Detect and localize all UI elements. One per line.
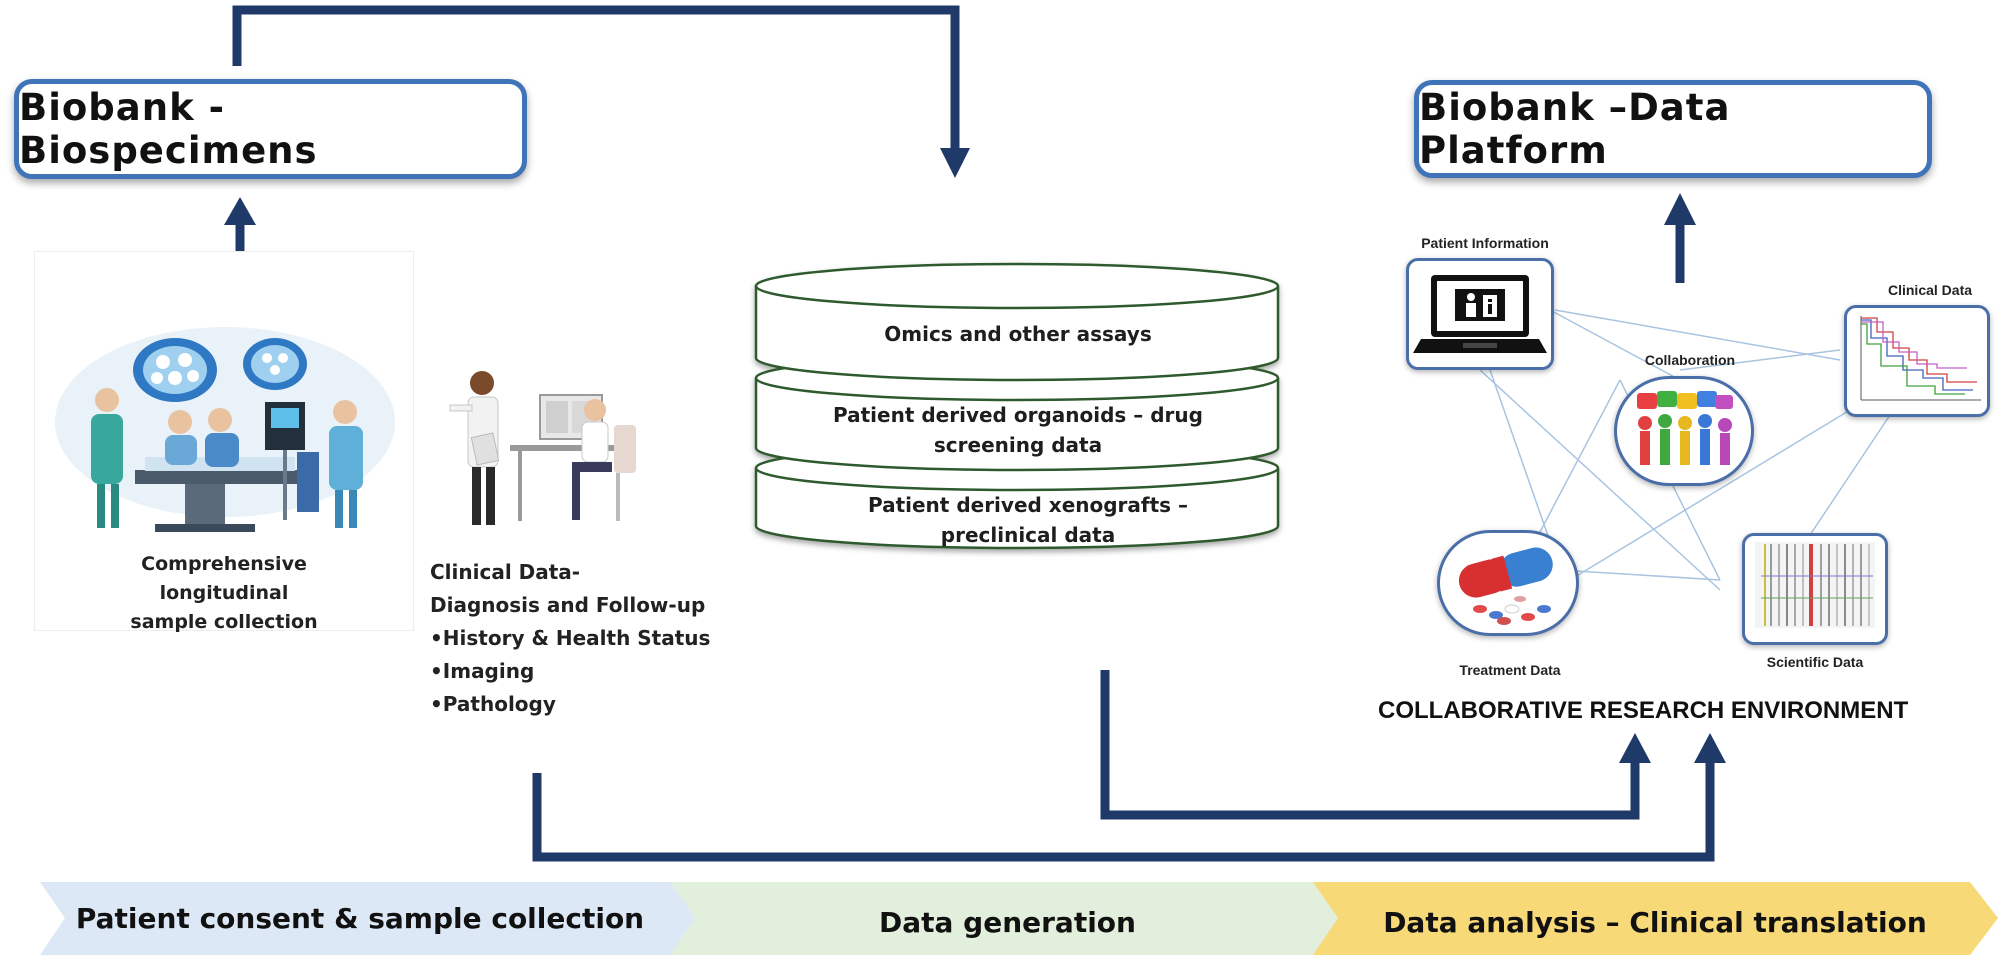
- caption-line-3: sample collection: [130, 611, 318, 633]
- surgeon-figures: [91, 388, 363, 528]
- patient-information-card: [1406, 258, 1554, 370]
- collaboration-card: [1614, 376, 1754, 486]
- clinical-data-card: [1844, 305, 1990, 417]
- database-layer-1-label: Omics and other assays: [884, 322, 1152, 346]
- treatment-data-label: Treatment Data: [1459, 662, 1561, 678]
- arrowhead-environment: [1619, 733, 1651, 763]
- scientific-data-card: [1742, 533, 1888, 645]
- clinical-data-text: Clinical Data- Diagnosis and Follow-up •…: [430, 556, 730, 721]
- arrowhead-biospecimens: [224, 197, 256, 225]
- sample-collection-caption: Comprehensive longitudinal sample collec…: [35, 550, 413, 637]
- biobank-biospecimens-label: Biobank - Biospecimens: [19, 86, 318, 172]
- operating-room-illustration: [55, 327, 395, 532]
- arrow-clinical-to-platform: [532, 763, 1715, 862]
- database-layer-2-label: Patient derived organoids – drug screeni…: [833, 403, 1203, 457]
- scientific-data-label: Scientific Data: [1766, 654, 1864, 670]
- collaboration-people-icon: [1637, 391, 1733, 465]
- clinical-item-history: •History & Health Status: [430, 626, 711, 650]
- clinical-title-line-2: Diagnosis and Follow-up: [430, 593, 706, 617]
- clinical-item-pathology: •Pathology: [430, 692, 556, 716]
- laptop-patient-icon: [1413, 275, 1547, 353]
- arrowhead-platform-top: [1664, 193, 1696, 225]
- phase-chevron-generation: [670, 882, 1340, 955]
- phase-chevrons: [40, 882, 1998, 955]
- arrow-database-to-environment: [1100, 670, 1640, 820]
- biobank-data-platform-label: Biobank –Data Platform: [1419, 86, 1731, 172]
- phase-label-consent: Patient consent & sample collection: [75, 902, 645, 935]
- biobank-data-platform-box: Biobank –Data Platform: [1414, 80, 1932, 178]
- surgical-lamp-icon-2: [243, 338, 307, 390]
- phase-chevron-analysis: [1313, 882, 1998, 955]
- sample-collection-panel: Comprehensive longitudinal sample collec…: [34, 251, 414, 633]
- arrowhead-database: [940, 148, 970, 178]
- arrow-biospecimens-to-database: [232, 5, 960, 148]
- arrowhead-platform-bottom: [1694, 733, 1726, 763]
- heatmap-data-icon: [1755, 542, 1875, 628]
- patient-information-label: Patient Information: [1421, 235, 1549, 251]
- clinical-item-imaging: •Imaging: [430, 659, 535, 683]
- database-layer-3-label: Patient derived xenografts – preclinical…: [867, 493, 1189, 547]
- clinical-title-line-1: Clinical Data-: [430, 560, 581, 584]
- clinical-consultation-illustration: [449, 371, 636, 525]
- phase-label-analysis: Data analysis – Clinical translation: [1383, 906, 1927, 939]
- database-cylinder: [754, 262, 1280, 550]
- phase-label-generation: Data generation: [879, 906, 1136, 939]
- collaborative-research-environment-label: COLLABORATIVE RESEARCH ENVIRONMENT: [1378, 697, 1909, 724]
- treatment-data-card: [1437, 530, 1579, 636]
- surgical-lamp-icon: [133, 338, 217, 402]
- clinical-data-label: Clinical Data: [1887, 282, 1973, 298]
- caption-line-1: Comprehensive: [141, 553, 307, 575]
- caption-line-2: longitudinal: [159, 582, 289, 604]
- database-layer-1: [754, 286, 1280, 382]
- pills-icon: [1458, 547, 1553, 625]
- survival-curve-icon: [1860, 316, 1981, 401]
- database-layer-2: [754, 378, 1280, 472]
- biobank-biospecimens-box: Biobank - Biospecimens: [14, 79, 527, 179]
- collaboration-label: Collaboration: [1644, 352, 1736, 368]
- phase-chevron-consent: [40, 882, 697, 955]
